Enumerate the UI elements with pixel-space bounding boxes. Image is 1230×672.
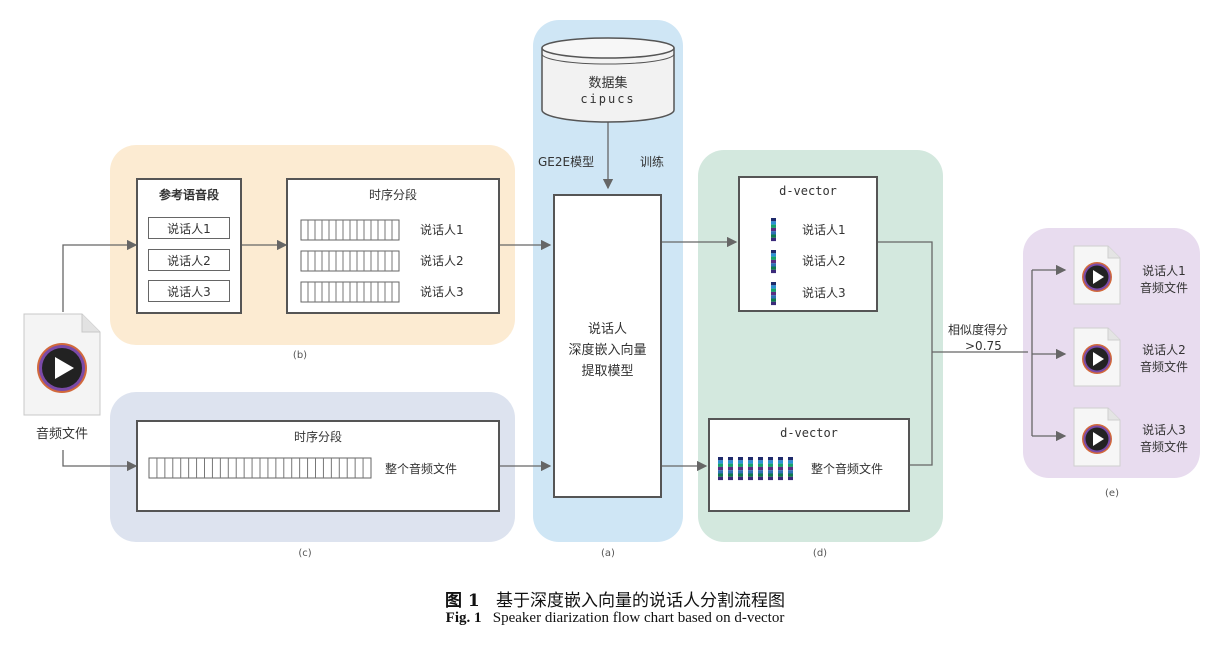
reference-speaker-3: 说话人3 bbox=[148, 280, 230, 302]
input-file-label: 音频文件 bbox=[35, 427, 88, 442]
timing-speaker-1: 说话人1 bbox=[420, 223, 464, 237]
panel-a-caption: (a) bbox=[601, 548, 615, 559]
input-audio-file[interactable] bbox=[22, 312, 102, 417]
segment-strip-3 bbox=[300, 281, 400, 307]
figure-caption-en-number: Fig. 1 bbox=[445, 610, 482, 626]
database-title: 数据集 bbox=[588, 76, 628, 91]
dvector-box-speakers bbox=[738, 176, 878, 312]
audio-file-play-icon bbox=[1073, 407, 1121, 467]
reference-speaker-1: 说话人1 bbox=[148, 217, 230, 239]
figure-caption-en-text: Speaker diarization flow chart based on … bbox=[492, 610, 785, 626]
panel-d-caption: (d) bbox=[812, 548, 828, 559]
output-file-2[interactable] bbox=[1072, 326, 1122, 392]
whole-file-label-d: 整个音频文件 bbox=[811, 462, 884, 476]
similarity-threshold: >0.75 bbox=[965, 339, 1002, 353]
database-name: cipucs bbox=[580, 92, 636, 106]
figure-caption-cn-text: 基于深度嵌入向量的说话人分割流程图 bbox=[495, 591, 785, 611]
segment-strip-whole bbox=[148, 457, 372, 483]
output-file-1[interactable] bbox=[1072, 244, 1122, 310]
output-speaker-1: 说话人1 bbox=[1142, 264, 1186, 278]
dvector-bar-group bbox=[718, 456, 798, 486]
segment-strip-2 bbox=[300, 250, 400, 276]
dvector-bar-1 bbox=[771, 217, 777, 247]
output-file-label-2: 音频文件 bbox=[1139, 360, 1188, 374]
figure-caption-cn-number: 图 1 bbox=[445, 591, 480, 611]
panel-b-caption: (b) bbox=[292, 350, 308, 361]
database-icon bbox=[541, 37, 675, 123]
timing-speaker-2: 说话人2 bbox=[420, 254, 464, 268]
extractor-model-box bbox=[553, 194, 662, 498]
panel-c-caption: (c) bbox=[298, 548, 312, 559]
dvector-title-2: d-vector bbox=[780, 426, 838, 440]
whole-file-label-c: 整个音频文件 bbox=[385, 462, 458, 476]
dvector-speaker-1: 说话人1 bbox=[802, 223, 846, 237]
extractor-line-1: 说话人 bbox=[587, 322, 627, 337]
output-speaker-3: 说话人3 bbox=[1142, 423, 1186, 437]
output-file-3[interactable] bbox=[1072, 406, 1122, 472]
audio-file-play-icon bbox=[1073, 327, 1121, 387]
timing-speaker-3: 说话人3 bbox=[420, 285, 464, 299]
extractor-line-3: 提取模型 bbox=[581, 364, 634, 379]
dvector-title-1: d-vector bbox=[779, 184, 837, 198]
figure-caption-en: Fig. 1 Speaker diarization flow chart ba… bbox=[0, 610, 1230, 627]
dvector-bar-3 bbox=[771, 281, 777, 311]
reference-segment-title: 参考语音段 bbox=[158, 188, 219, 202]
dvector-speaker-3: 说话人3 bbox=[802, 286, 846, 300]
reference-speaker-2: 说话人2 bbox=[148, 249, 230, 271]
output-file-label-3: 音频文件 bbox=[1139, 440, 1188, 454]
ge2e-model-label: GE2E模型 bbox=[538, 155, 595, 169]
audio-file-play-icon bbox=[1073, 245, 1121, 305]
segment-strip-1 bbox=[300, 219, 400, 245]
timing-segment-title-c: 时序分段 bbox=[293, 430, 342, 444]
similarity-label: 相似度得分 bbox=[948, 323, 1009, 337]
audio-file-play-icon bbox=[23, 313, 101, 416]
dvector-speaker-2: 说话人2 bbox=[802, 254, 846, 268]
timing-segment-title-b: 时序分段 bbox=[368, 188, 417, 202]
extractor-line-2: 深度嵌入向量 bbox=[568, 343, 647, 358]
figure-caption-cn: 图 1 基于深度嵌入向量的说话人分割流程图 bbox=[0, 586, 1230, 611]
dvector-bar-2 bbox=[771, 249, 777, 279]
output-file-label-1: 音频文件 bbox=[1139, 281, 1188, 295]
output-speaker-2: 说话人2 bbox=[1142, 343, 1186, 357]
panel-e-caption: (e) bbox=[1105, 488, 1119, 499]
train-label: 训练 bbox=[640, 155, 665, 169]
